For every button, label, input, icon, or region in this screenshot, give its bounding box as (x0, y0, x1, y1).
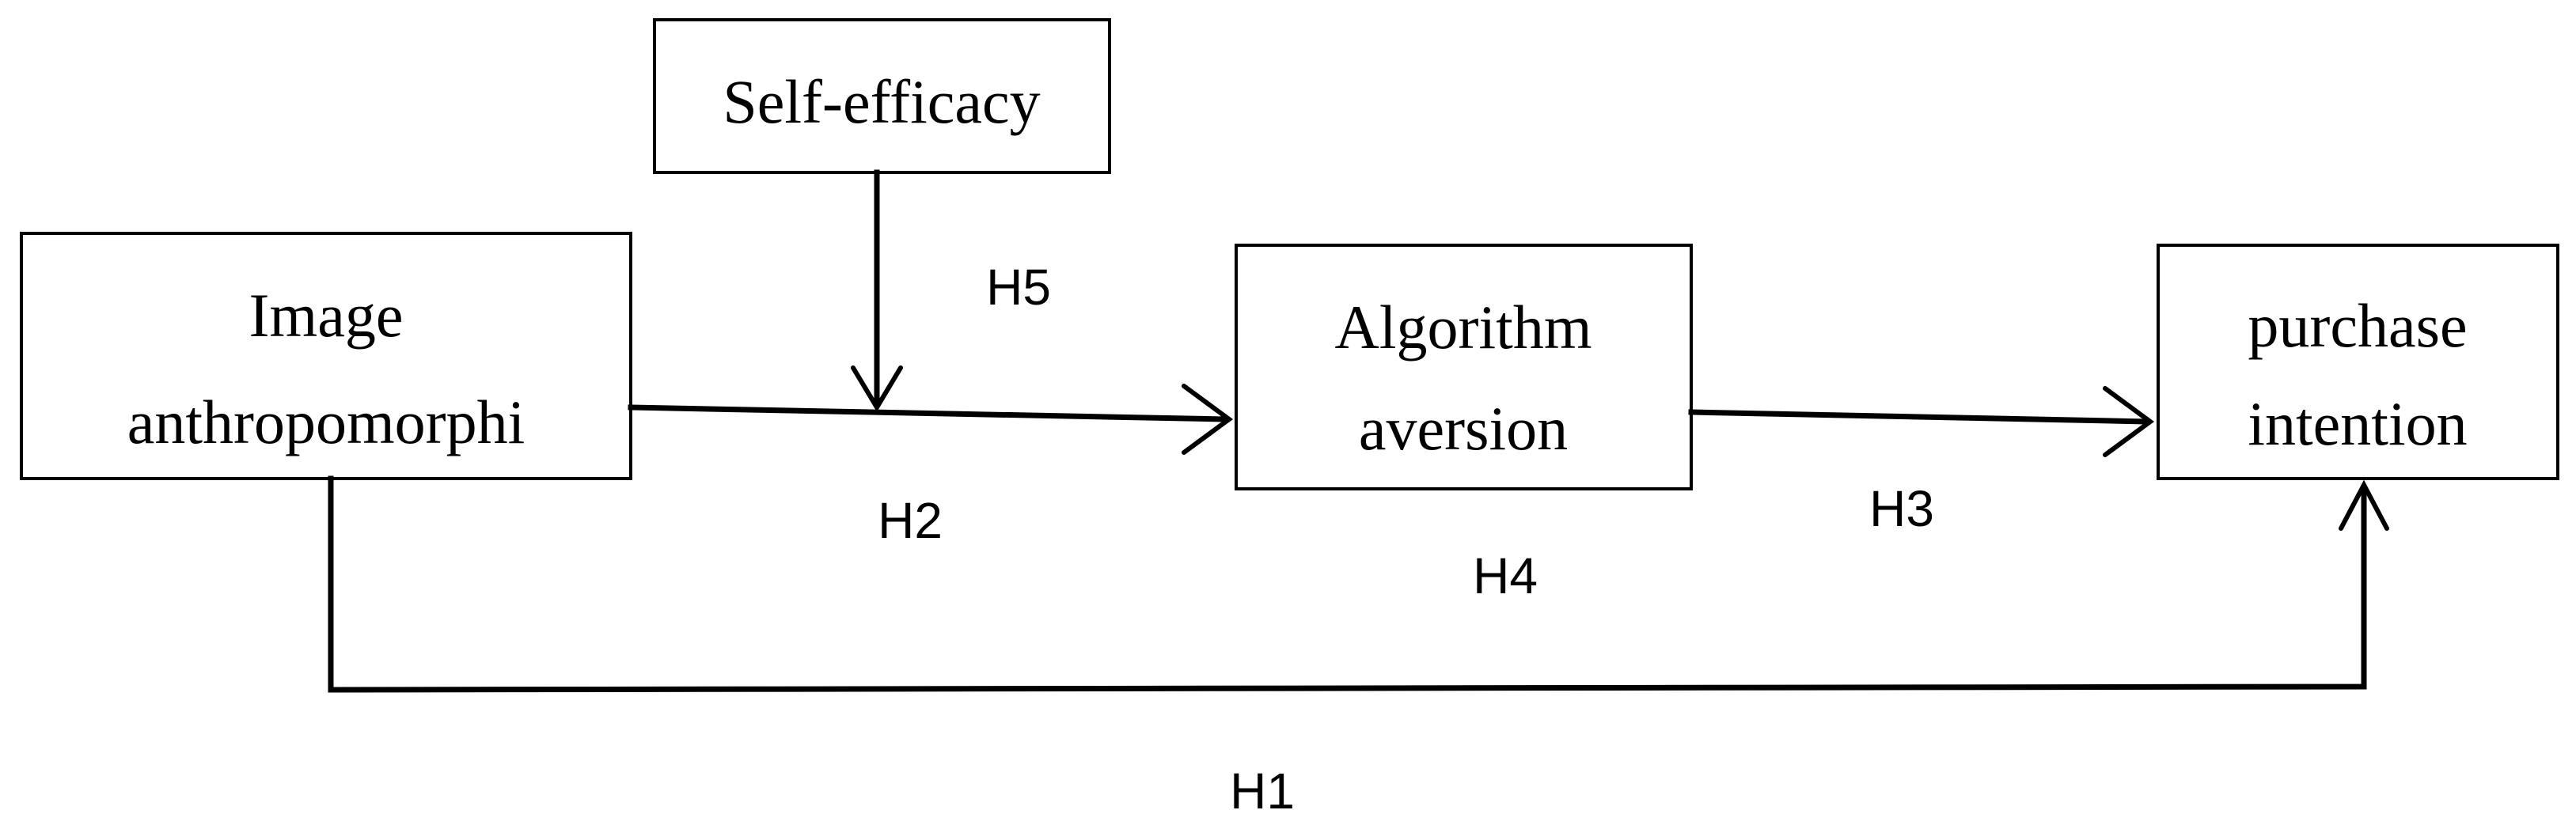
arrowhead-to-algorithm-aversion (1182, 384, 1234, 455)
node-self-efficacy-label: Self-efficacy (723, 67, 1040, 136)
node-purchase-intention: purchase intention (2157, 244, 2559, 480)
hypothesis-label-h4: H4 (1473, 547, 1538, 604)
arrowhead-direct-to-purchase-intention (2339, 479, 2389, 531)
hypothesis-label-h2: H2 (878, 492, 943, 549)
hypothesis-label-h5: H5 (986, 259, 1051, 316)
hypothesis-label-h1: H1 (1230, 763, 1295, 820)
node-image-anthropomorphism-label-line1: Image (249, 281, 404, 350)
arrowhead-moderation (851, 365, 903, 412)
node-image-anthropomorphism: Image anthropomorphi (20, 232, 632, 480)
node-self-efficacy: Self-efficacy (653, 18, 1111, 174)
edge-image-to-purchase-intention (328, 475, 2389, 693)
node-purchase-intention-label-line2: intention (2248, 389, 2467, 458)
node-algorithm-aversion-label-line1: Algorithm (1335, 293, 1592, 362)
node-algorithm-aversion: Algorithm aversion (1235, 244, 1693, 490)
hypothesis-label-h3: H3 (1869, 480, 1934, 537)
edge-algorithm-aversion-to-purchase-intention (1688, 386, 2155, 457)
node-image-anthropomorphism-label-line2: anthropomorphi (127, 388, 525, 456)
edge-self-efficacy-moderation (851, 169, 903, 412)
edge-image-to-algorithm-aversion (628, 384, 1234, 455)
node-purchase-intention-label-line1: purchase (2248, 291, 2467, 360)
node-algorithm-aversion-label-line2: aversion (1359, 394, 1568, 463)
arrowhead-to-purchase-intention (2103, 386, 2155, 457)
